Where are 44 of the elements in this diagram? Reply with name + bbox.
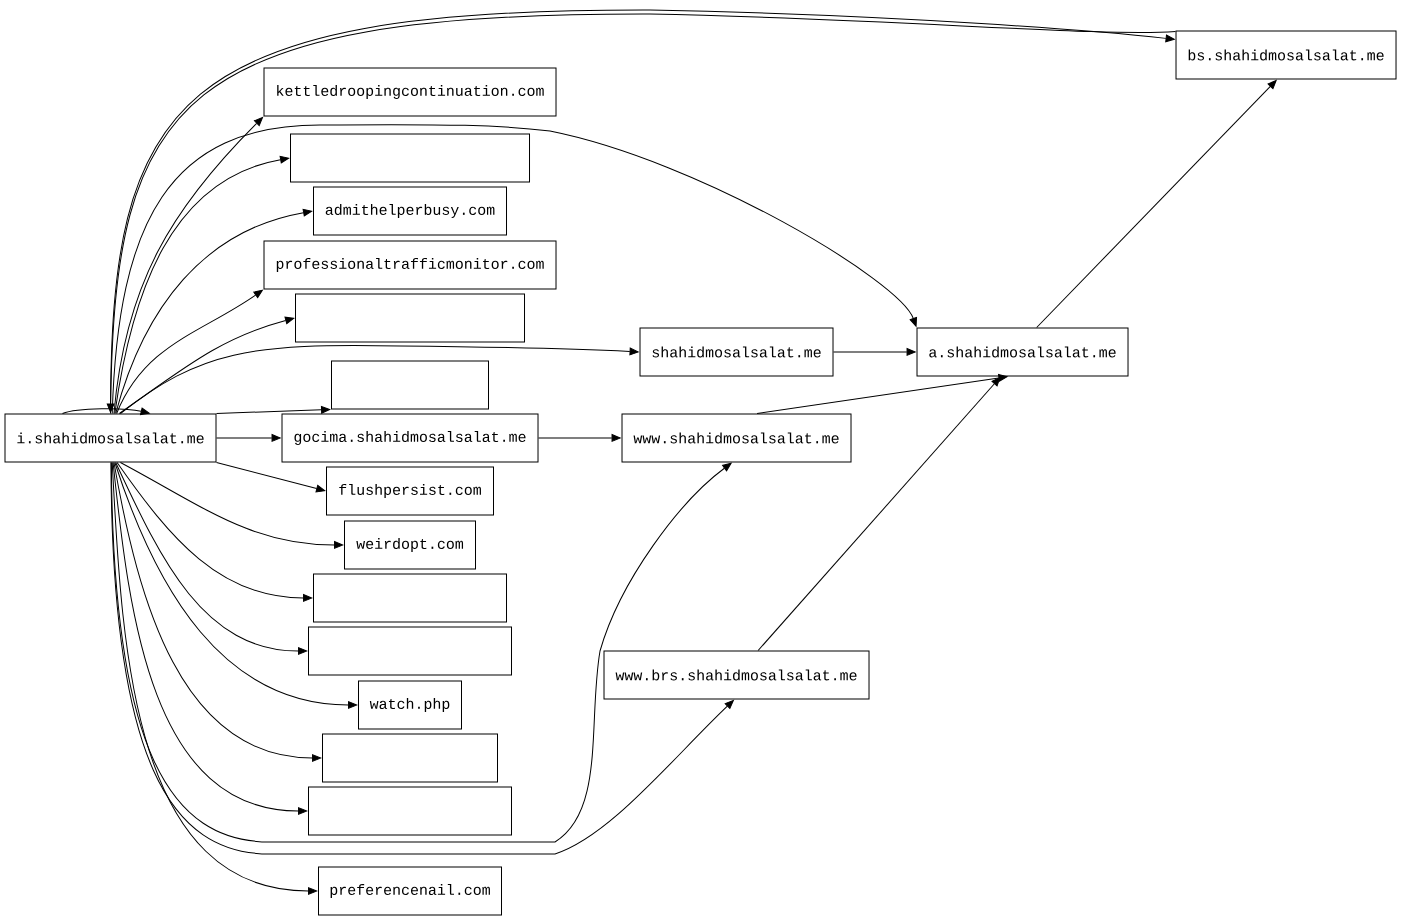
domain-box: admithelperbusy.com [313, 186, 507, 236]
arrow [1036, 79, 1277, 328]
domain-box: preferencenail.com [318, 866, 502, 916]
domain-box: weirdopt.com [344, 520, 476, 570]
empty-box [290, 133, 530, 183]
arrow [115, 208, 313, 414]
domain-box: i.shahidmosalsalat.me [4, 413, 217, 463]
arrow [538, 434, 621, 442]
domain-box: bs.shahidmosalsalat.me [1175, 30, 1397, 80]
arrow [116, 289, 263, 414]
domain-box: gocima.shahidmosalsalat.me [281, 413, 539, 463]
empty-box [322, 733, 498, 783]
domain-box: kettledroopingcontinuation.com [263, 67, 557, 117]
arrow [119, 462, 344, 549]
arrow [62, 407, 150, 416]
empty-box [295, 293, 525, 343]
domain-box: a.shahidmosalsalat.me [916, 327, 1129, 377]
arrow [111, 462, 318, 895]
empty-box [308, 786, 512, 836]
arrow [757, 377, 1001, 651]
domain-box: professionaltrafficmonitor.com [263, 240, 557, 290]
arrow [113, 462, 322, 762]
arrow [112, 462, 308, 815]
arrow [833, 348, 916, 356]
arrow [216, 434, 281, 442]
domain-box: www.brs.shahidmosalsalat.me [603, 650, 870, 700]
empty-box [308, 626, 512, 676]
domain-box: watch.php [358, 680, 462, 730]
arrow [113, 116, 264, 414]
arrow [216, 462, 326, 493]
arrow [114, 155, 290, 414]
arrow [116, 462, 313, 602]
arrow [115, 462, 308, 655]
arrow [118, 316, 295, 414]
domain-box: flushpersist.com [326, 466, 494, 516]
arrow [756, 374, 1008, 414]
arrow [119, 345, 639, 414]
empty-box [331, 360, 489, 410]
domain-box: shahidmosalsalat.me [639, 327, 834, 377]
arrow [111, 124, 918, 414]
arrow [216, 405, 331, 414]
arrow [114, 462, 358, 709]
domain-box: www.shahidmosalsalat.me [621, 413, 852, 463]
empty-box [313, 573, 507, 623]
